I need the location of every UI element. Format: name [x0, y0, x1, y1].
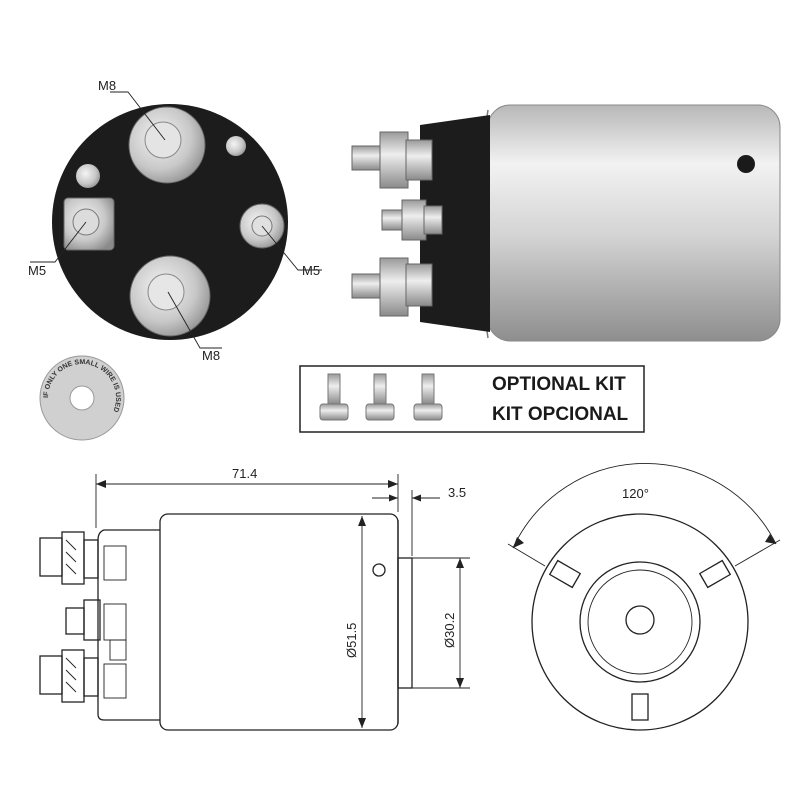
screw-icon — [365, 373, 395, 421]
body-hole — [372, 563, 386, 577]
wire-usage-stamp: IF ONLY ONE SMALL WIRE IS USED — [39, 355, 125, 441]
drawing-terminal-bottom — [39, 649, 127, 703]
side-technical-drawing: 71.4 3.5 Ø51.5 Ø30.2 — [39, 466, 470, 731]
front-technical-drawing: 120° — [507, 462, 781, 731]
center-hole — [625, 605, 655, 635]
pilot-circle — [579, 561, 701, 683]
end-cap-disc — [52, 104, 288, 340]
dim-offset: 3.5 — [448, 485, 466, 500]
steel-can — [487, 104, 781, 342]
mount-slot-right — [698, 559, 732, 589]
pilot-inner-circle — [587, 569, 693, 675]
small-post — [76, 164, 100, 188]
mount-slot-left — [548, 559, 582, 589]
stud-bottom — [351, 257, 433, 317]
terminal-top-m8 — [128, 106, 206, 184]
stud-top — [351, 131, 433, 189]
label-terminal-top: M8 — [98, 78, 116, 93]
drawing-terminal-top — [39, 531, 127, 585]
drawing-terminal-middle — [65, 599, 127, 661]
angle-arc — [512, 462, 777, 549]
label-terminal-right: M5 — [302, 263, 320, 278]
optional-kit-line1: OPTIONAL KIT — [492, 374, 626, 395]
leader-line — [261, 225, 322, 271]
stud-middle — [381, 199, 443, 241]
dim-body-diameter: Ø51.5 — [344, 623, 359, 658]
screw-icon — [413, 373, 443, 421]
end-view-photo: M8 M5 M5 M8 — [28, 78, 322, 363]
pilot-outline — [397, 557, 413, 689]
label-terminal-left: M5 — [28, 263, 46, 278]
end-cap-outline — [97, 529, 160, 721]
dim-angle: 120° — [622, 486, 649, 501]
mount-slot-bottom — [631, 693, 649, 721]
optional-kit-box: OPTIONAL KIT KIT OPCIONAL — [299, 365, 645, 433]
outer-circle — [531, 513, 749, 731]
screw-icon — [319, 373, 349, 421]
label-terminal-bottom: M8 — [202, 348, 220, 363]
leader-line — [110, 91, 166, 141]
small-post — [226, 136, 246, 156]
leader-line — [167, 291, 222, 349]
dim-pilot-diameter: Ø30.2 — [442, 613, 457, 648]
dim-length: 71.4 — [232, 466, 257, 481]
side-view-photo — [351, 104, 781, 342]
can-hole — [737, 155, 755, 173]
dark-cap — [420, 115, 490, 332]
terminal-left-m5 — [63, 197, 115, 251]
leader-line — [30, 221, 87, 263]
optional-kit-line2: KIT OPCIONAL — [492, 404, 629, 425]
